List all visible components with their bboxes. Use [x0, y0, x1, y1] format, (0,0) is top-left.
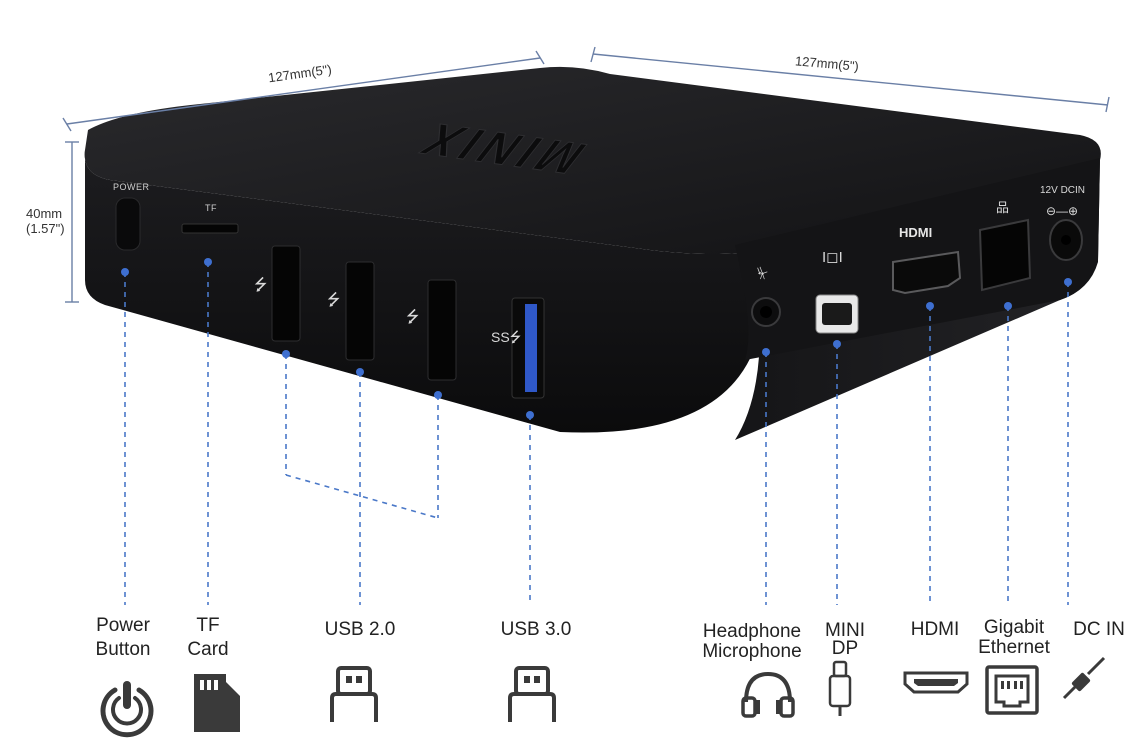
- power-button-hw: [115, 197, 141, 251]
- usb-plug-icon: [330, 666, 378, 722]
- device-front-face: [84, 150, 761, 433]
- svg-text:⭍: ⭍: [327, 291, 340, 309]
- usb2-port-hw-1: [271, 245, 301, 342]
- tf-mark: TF: [205, 203, 217, 213]
- svg-text:HDMI: HDMI: [899, 225, 932, 240]
- dimension-height-in: (1.57"): [26, 221, 65, 236]
- label-hdmi: HDMI: [910, 619, 960, 640]
- svg-text:12V DCIN: 12V DCIN: [1040, 185, 1085, 196]
- power-mark: POWER: [113, 182, 150, 192]
- hdmi-plug-icon: [903, 671, 969, 694]
- mini-dp-plug-icon: [828, 660, 852, 716]
- svg-text:⭍: ⭍: [254, 276, 267, 294]
- ethernet-port-icon: [985, 665, 1039, 715]
- label-usb3: USB 3.0: [500, 619, 572, 640]
- svg-text:SS⭍: SS⭍: [491, 329, 521, 345]
- dimension-lines: [62, 46, 1110, 303]
- label-usb2: USB 2.0: [324, 619, 396, 640]
- sd-card-icon: [194, 674, 240, 732]
- ethernet-port-hw: [978, 218, 1032, 292]
- usb2-port-hw-3: [427, 279, 457, 381]
- label-dc-in: DC IN: [1073, 619, 1125, 640]
- hdmi-port-hw: [892, 250, 962, 295]
- tf-slot-hw: [181, 223, 239, 234]
- headphone-icon: [741, 671, 795, 718]
- power-icon: [100, 681, 154, 738]
- usb2-port-hw-2: [345, 261, 375, 361]
- svg-text:品: 品: [996, 200, 1009, 215]
- svg-text:⊖—⊕: ⊖—⊕: [1046, 204, 1078, 218]
- device-top-surface: [84, 66, 1101, 254]
- leader-dots: [121, 258, 1072, 419]
- usb-plug-icon: [508, 666, 556, 722]
- svg-text:I◻I: I◻I: [822, 249, 843, 266]
- svg-text:⭍: ⭍: [406, 308, 419, 326]
- dc-plug-icon: [1062, 656, 1106, 700]
- leader-lines: [124, 262, 1069, 605]
- svg-text:⏧: ⏧: [757, 265, 768, 281]
- dimension-height-mm: 40mm: [26, 206, 63, 221]
